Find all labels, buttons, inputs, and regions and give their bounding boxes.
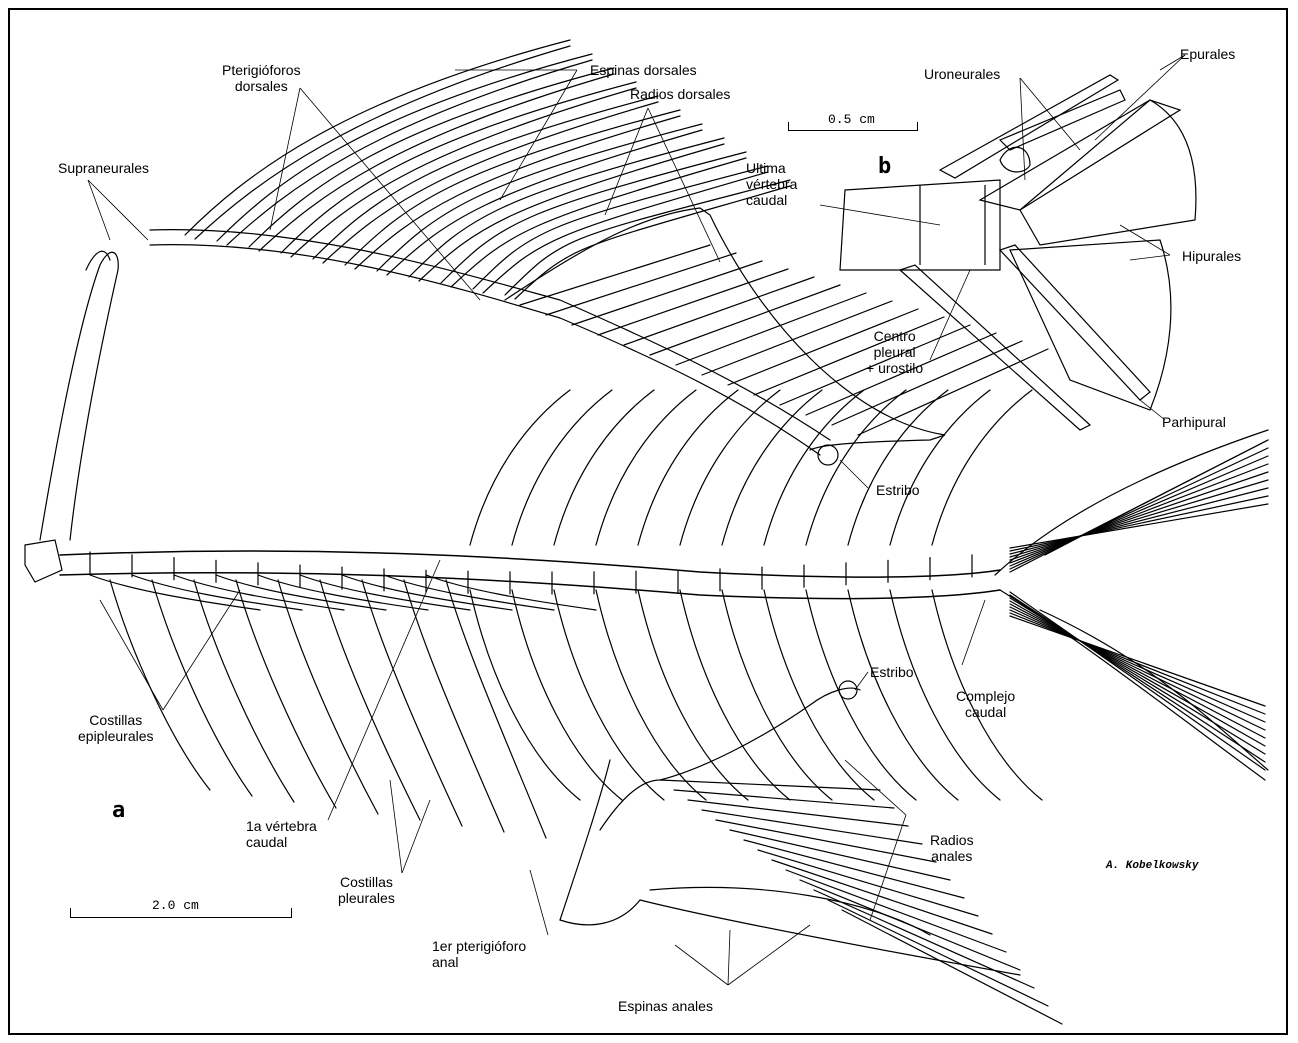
label-espinas-anales: Espinas anales [618,998,713,1014]
caudal-fin-ray-lower [1010,592,1265,770]
dorsal-spine [313,96,658,259]
pleural-rib [446,580,546,838]
label-costillas-pleurales: Costillas pleurales [338,874,395,906]
epipleural-rib [384,575,554,610]
label-supraneurales: Supraneurales [58,160,149,176]
anal-fin-ray [814,890,1034,988]
scale-label-small: 0.5 cm [828,112,875,127]
dorsal-spine [377,124,702,271]
label-espinas-dorsales: Espinas dorsales [590,62,697,78]
epipleural-rib [174,575,344,610]
caudal-fin-ray-lower [1010,598,1265,754]
anal-fin-ray [800,880,1020,970]
neural-spine [554,390,654,545]
hemal-spine [512,590,622,800]
dorsal-fin-ray [546,253,736,315]
epipleural-rib [258,575,428,610]
caudal-fin-ray-upper [1010,440,1268,572]
label-1a-vertebra-caudal: 1a vértebra caudal [246,818,317,850]
neural-spine [722,390,822,545]
caudal-fin-ray-lower [1010,595,1265,762]
neural-spine [848,390,948,545]
scale-bar-large: 2.0 cm [70,898,292,920]
hemal-spine [806,590,916,800]
scale-bar-small: 0.5 cm [788,112,918,132]
epipleural-rib [300,575,470,610]
pleural-rib [320,580,420,820]
panel-label-a: a [112,798,125,823]
hemal-spine [764,590,874,800]
dorsal-fin-ray [520,245,710,305]
hemal-spine [680,590,790,800]
anal-fin-ray [674,790,894,808]
dorsal-spine [249,68,614,247]
label-ultima-vertebra-caudal: Ultima vértebra caudal [746,160,797,208]
pleural-rib [404,580,504,832]
label-radios-anales: Radios anales [930,832,974,864]
dorsal-fin-ray [572,261,762,325]
pleural-rib [110,580,210,790]
label-costillas-epipleurales: Costillas epipleurales [78,712,154,744]
label-radios-dorsales: Radios dorsales [630,86,730,102]
label-complejo-caudal: Complejo caudal [956,688,1015,720]
neural-spine [470,390,570,545]
neural-spine [806,390,906,545]
caudal-fin-ray-lower [1010,610,1265,722]
pleural-rib [194,580,294,802]
caudal-fin-ray-upper [1010,480,1268,557]
label-1er-pterigioforo-anal: 1er pterigióforo anal [432,938,526,970]
anal-fin-ray [786,870,1006,952]
dorsal-fin-ray [702,301,892,375]
dorsal-fin-ray [650,285,840,355]
hemal-spine [848,590,958,800]
dorsal-spine-edge [259,74,614,251]
label-uroneurales: Uroneurales [924,66,1000,82]
dorsal-spine [345,110,680,265]
neural-spine [596,390,696,545]
neural-spine [638,390,738,545]
caudal-fin-ray-upper [1010,448,1268,569]
label-pterigioforos-dorsales: Pterigióforos dorsales [222,62,301,94]
author-credit: A. Kobelkowsky [1106,860,1198,872]
hemal-spine [596,590,706,800]
dorsal-fin-ray [598,269,788,335]
caudal-fin-ray-upper [1010,496,1268,551]
epipleural-rib [216,575,386,610]
label-estribo-dorsal: Estribo [876,482,920,498]
label-parhipural: Parhipural [1162,414,1226,430]
dorsal-fin-ray [676,293,866,365]
epipleural-rib [132,575,302,610]
epipleural-rib [426,575,596,610]
scale-label-large: 2.0 cm [152,898,199,913]
anal-fin-ray [842,910,1062,1024]
neural-spine [512,390,612,545]
label-centro-pleural-urostilo: Centro pleural + urostilo [866,328,923,376]
label-epurales: Epurales [1180,46,1235,62]
neural-spine [680,390,780,545]
pleural-rib [152,580,252,796]
dorsal-fin-ray [624,277,814,345]
caudal-fin-ray-lower [1010,616,1265,706]
hemal-spine [722,590,832,800]
caudal-fin-ray-lower [1010,613,1265,714]
caudal-fin-ray-lower [1010,601,1265,746]
caudal-fin-ray-upper [1010,472,1268,560]
pleural-rib [362,580,462,826]
panel-label-b: b [878,154,891,179]
caudal-fin-ray-lower [1010,607,1265,730]
label-estribo-anal: Estribo [870,664,914,680]
caudal-fin-ray-upper [1010,464,1268,563]
caudal-fin-ray-upper [1010,488,1268,554]
epipleural-rib [90,575,260,610]
hemal-spine [554,590,664,800]
neural-spine [764,390,864,545]
pleural-rib [236,580,336,808]
anal-fin-ray [730,830,950,880]
label-hipurales: Hipurales [1182,248,1241,264]
caudal-fin-ray-lower [1010,604,1265,738]
neural-spine [932,390,1032,545]
